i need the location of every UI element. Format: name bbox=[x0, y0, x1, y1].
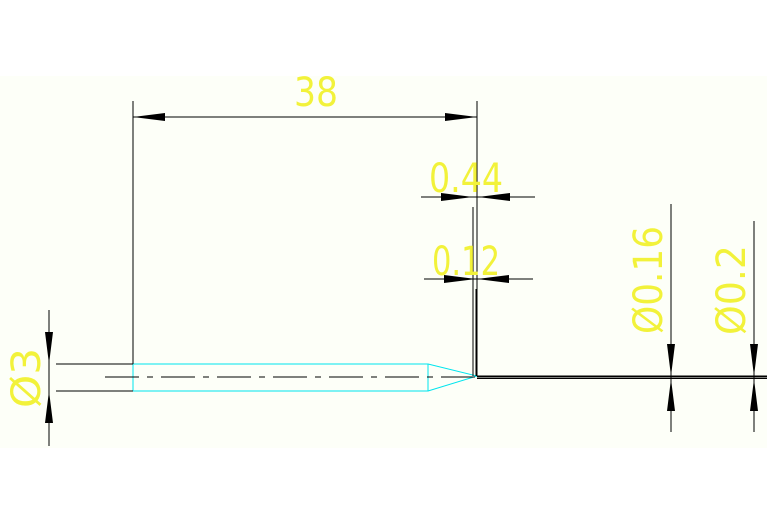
dim-text-38: 38 bbox=[294, 70, 338, 116]
dimension-0-12[interactable]: 0.12 bbox=[424, 239, 533, 376]
dim-text-dia3: Ø3 bbox=[4, 348, 50, 408]
arrow-dia016-top bbox=[667, 344, 675, 376]
drawing-area bbox=[0, 76, 767, 448]
dimension-dia-0-2[interactable]: Ø0.2 bbox=[709, 221, 758, 432]
dim-text-012: 0.12 bbox=[432, 239, 500, 285]
arrow-dia3-bottom bbox=[45, 391, 53, 423]
dim-text-dia016: Ø0.16 bbox=[626, 226, 672, 334]
arrow-dia3-top bbox=[45, 332, 53, 364]
arrow-dia016-bottom bbox=[667, 379, 675, 411]
dimension-dia-3[interactable]: Ø3 bbox=[4, 310, 133, 446]
dim-text-044: 0.44 bbox=[429, 156, 503, 202]
arrow-right bbox=[445, 113, 477, 121]
arrow-044-left bbox=[441, 193, 473, 201]
arrow-044-right bbox=[478, 193, 510, 201]
dimension-dia-0-16[interactable]: Ø0.16 bbox=[626, 204, 675, 432]
arrow-left bbox=[133, 113, 165, 121]
arrow-012-right bbox=[477, 275, 509, 283]
arrow-dia02-bottom bbox=[750, 379, 758, 411]
dim-text-dia02: Ø0.2 bbox=[709, 245, 755, 335]
dimension-38[interactable]: 38 bbox=[132, 70, 478, 376]
arrow-dia02-top bbox=[750, 344, 758, 376]
arrow-012-left bbox=[444, 275, 476, 283]
dimension-0-44[interactable]: 0.44 bbox=[421, 156, 535, 376]
